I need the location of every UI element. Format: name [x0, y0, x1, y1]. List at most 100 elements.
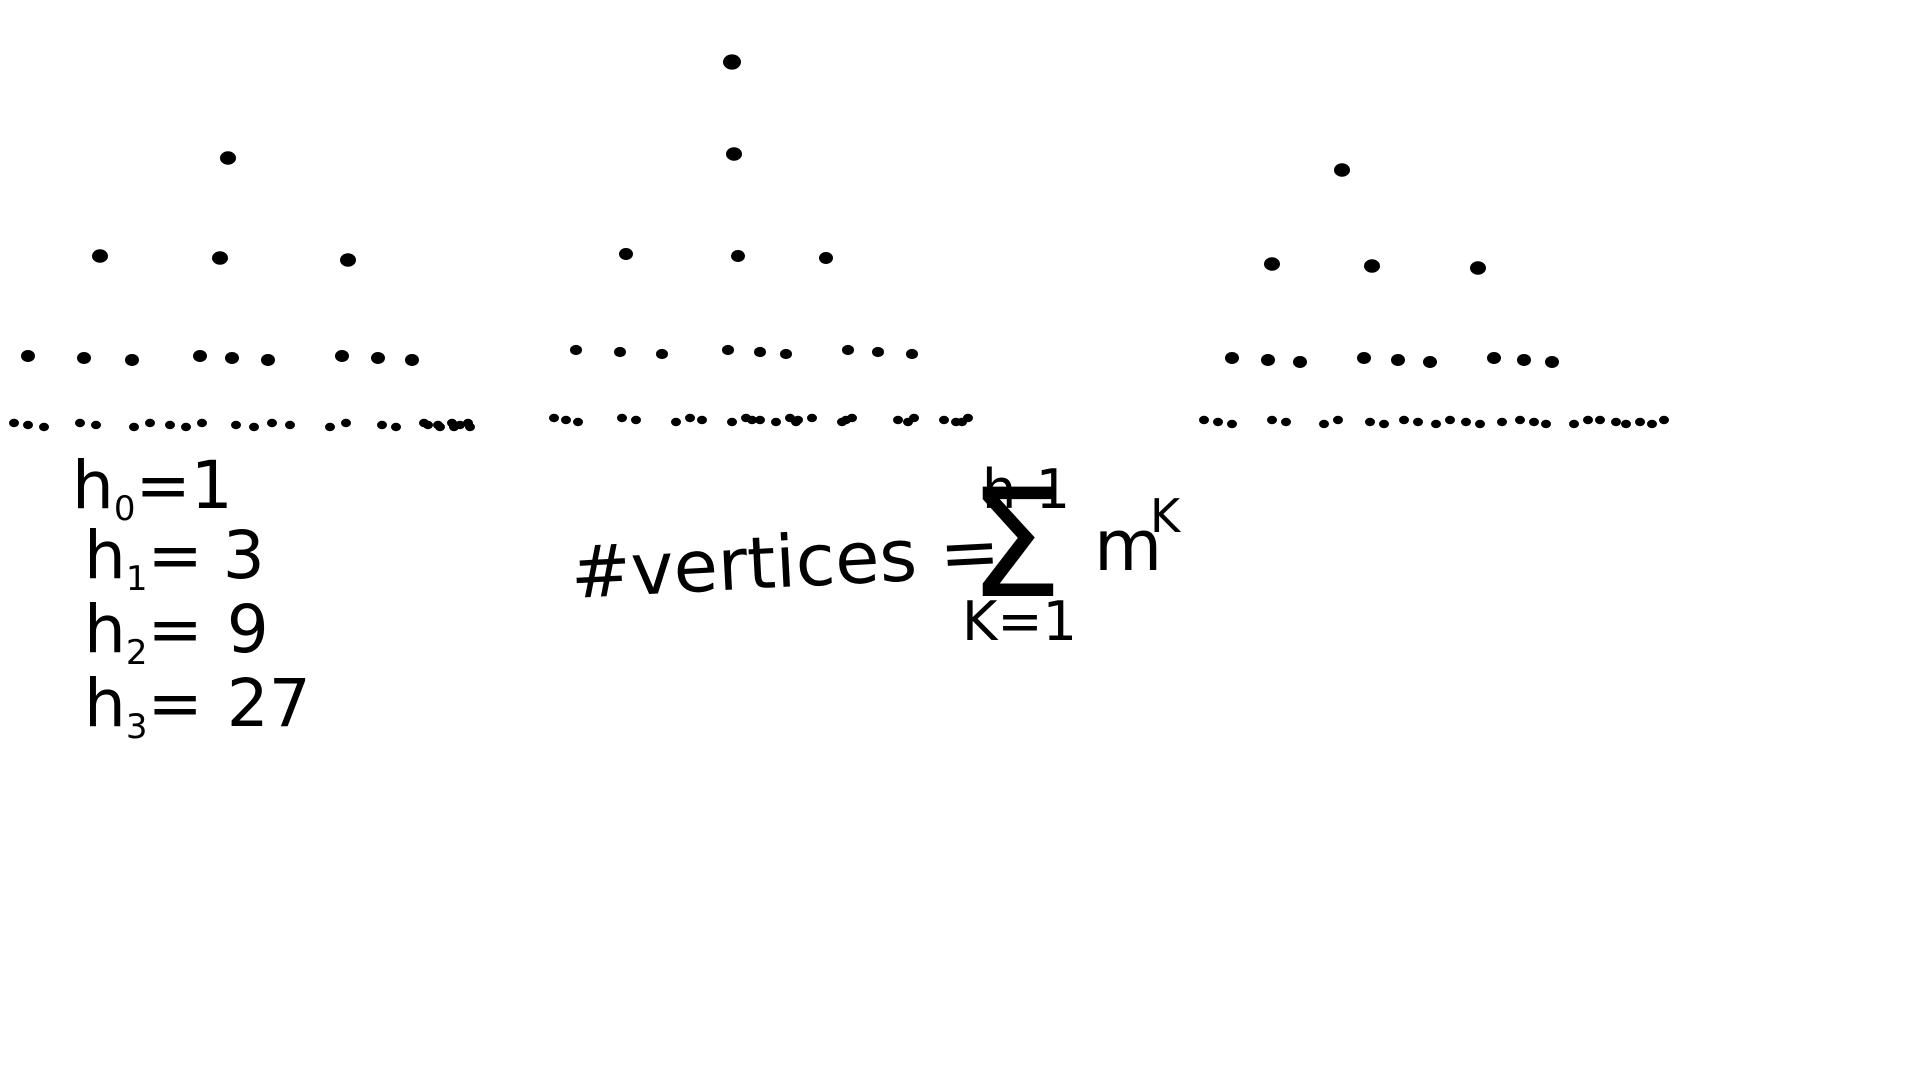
tree-node	[423, 420, 433, 430]
vertex-count-formula: #vertices = h-1 Σ K=1 m K	[568, 458, 1182, 653]
tree-node	[939, 415, 949, 425]
tree-node	[893, 415, 903, 425]
tree-node	[1364, 259, 1380, 273]
tree-node	[212, 251, 228, 265]
tree-node	[181, 422, 191, 432]
tree-node	[722, 344, 734, 356]
tree-node	[1281, 417, 1291, 427]
tree-node	[405, 354, 419, 366]
tree-node	[1659, 415, 1669, 425]
tree-node	[1487, 352, 1501, 364]
tree-node	[697, 415, 707, 425]
tree-node	[807, 413, 817, 423]
tree-node	[145, 418, 155, 428]
tree-node	[731, 250, 745, 262]
tree-node	[75, 418, 85, 428]
tree-node	[754, 346, 766, 358]
tree-node	[614, 346, 626, 358]
tree-node	[1333, 415, 1343, 425]
tree-node	[1475, 419, 1485, 429]
tree-node	[92, 249, 108, 263]
tree-node	[872, 346, 884, 358]
tree-node	[1545, 356, 1559, 368]
tree-node	[619, 248, 633, 260]
tree-node	[1319, 419, 1329, 429]
tree-node	[1357, 352, 1371, 364]
tree-node	[335, 350, 349, 362]
tree-node	[573, 417, 583, 427]
tree-node	[957, 417, 967, 427]
tree-node	[1470, 261, 1486, 275]
tree-node	[570, 344, 582, 356]
tree-node	[1391, 354, 1405, 366]
tree-node	[549, 413, 559, 423]
tree-node	[726, 147, 742, 161]
tree-node	[723, 54, 741, 70]
tree-node	[1647, 419, 1657, 429]
tree-node	[1621, 419, 1631, 429]
tree-node	[435, 422, 445, 432]
tree-node	[656, 348, 668, 360]
tree-node	[340, 253, 356, 267]
tree-node	[1413, 417, 1423, 427]
tree-node	[197, 418, 207, 428]
tree-node	[1379, 419, 1389, 429]
tree-node	[747, 415, 757, 425]
level-count-3: h3=27	[84, 665, 311, 747]
tree-node	[755, 415, 765, 425]
tree-node	[1569, 419, 1579, 429]
tree-node	[771, 417, 781, 427]
tree-diagram-right	[1199, 163, 1669, 429]
tree-node	[465, 422, 475, 432]
tree-node	[819, 252, 833, 264]
tree-node	[129, 422, 139, 432]
tree-node	[1213, 417, 1223, 427]
tree-node	[1431, 419, 1441, 429]
tree-node	[906, 348, 918, 360]
tree-node	[325, 422, 335, 432]
tree-node	[231, 420, 241, 430]
tree-node	[842, 344, 854, 356]
tree-node	[671, 417, 681, 427]
sum-term-exponent: K	[1150, 489, 1182, 543]
tree-node	[1583, 415, 1593, 425]
tree-node	[1595, 415, 1605, 425]
tree-node	[341, 418, 351, 428]
tree-diagram-left	[9, 151, 475, 432]
tree-node	[225, 352, 239, 364]
tree-node	[617, 413, 627, 423]
tree-node	[9, 418, 19, 428]
tree-node	[39, 422, 49, 432]
tree-node	[193, 350, 207, 362]
tree-node	[1261, 354, 1275, 366]
tree-node	[1293, 356, 1307, 368]
tree-node	[1225, 352, 1239, 364]
tree-node	[391, 422, 401, 432]
tree-node	[727, 417, 737, 427]
sum-upper-limit: h-1	[982, 458, 1070, 521]
tree-node	[561, 415, 571, 425]
tree-node	[77, 352, 91, 364]
tree-node	[125, 354, 139, 366]
tree-node	[267, 418, 277, 428]
tree-node	[1635, 417, 1645, 427]
tree-node	[249, 422, 259, 432]
tree-diagram-middle	[549, 54, 973, 427]
tree-node	[1515, 415, 1525, 425]
tree-node	[1461, 417, 1471, 427]
tree-node	[631, 415, 641, 425]
tree-node	[23, 420, 33, 430]
tree-node	[1365, 417, 1375, 427]
tree-node	[1541, 419, 1551, 429]
level-count-0: h0=1	[72, 447, 233, 529]
tree-node	[841, 415, 851, 425]
tree-node	[371, 352, 385, 364]
formula-lhs: #vertices =	[568, 509, 1001, 615]
tree-node	[1423, 356, 1437, 368]
tree-node	[1529, 417, 1539, 427]
tree-node	[1497, 417, 1507, 427]
level-count-1: h1=3	[84, 517, 265, 599]
sigma-symbol: Σ	[968, 458, 1063, 632]
sum-term-base: m	[1094, 505, 1162, 587]
